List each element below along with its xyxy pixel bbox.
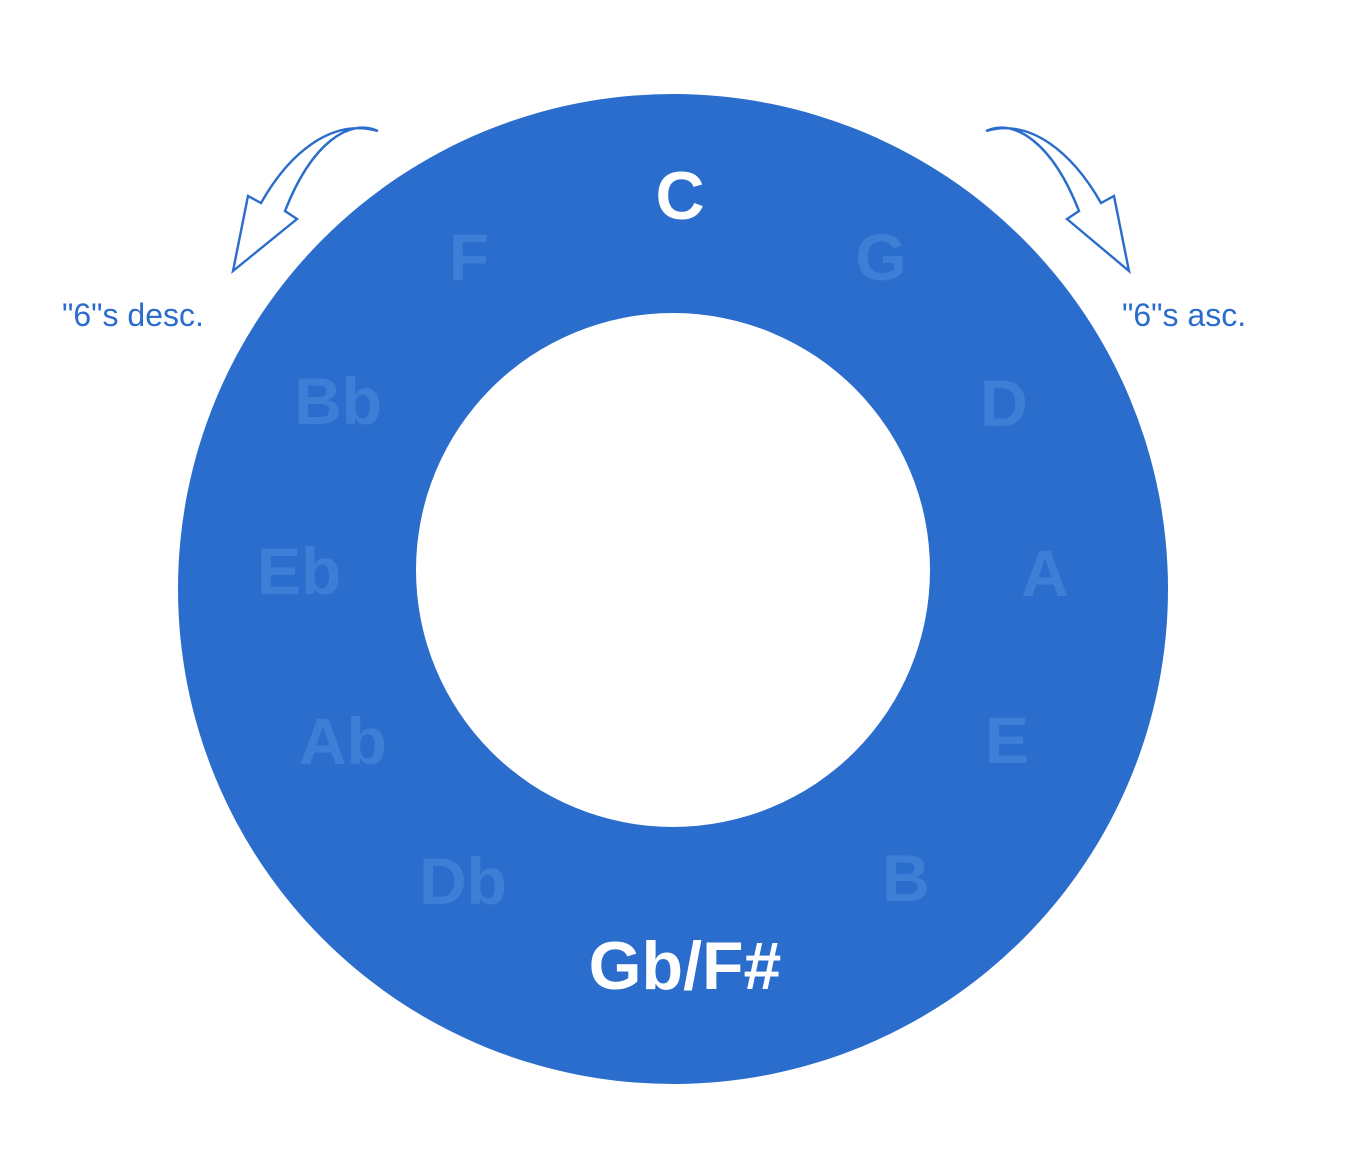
note-right-2: D [980, 366, 1028, 440]
note-left-3: Eb [257, 534, 341, 608]
note-left-4: Ab [299, 704, 387, 778]
note-right-4: E [985, 703, 1029, 777]
note-right-1: G [855, 220, 906, 294]
label-ascending: "6"s asc. [1122, 297, 1246, 333]
curved-arrow-right-icon [985, 126, 1131, 275]
inner-hole [416, 313, 930, 827]
note-right-3: A [1021, 536, 1069, 610]
label-descending: "6"s desc. [62, 297, 204, 333]
note-bottom: Gb/F# [589, 928, 782, 1004]
curved-arrow-left-icon [231, 126, 379, 275]
note-left-1: F [449, 220, 489, 294]
note-right-5: B [882, 841, 930, 915]
note-top: C [655, 158, 704, 234]
note-left-5: Db [419, 844, 507, 918]
note-left-2: Bb [294, 364, 382, 438]
